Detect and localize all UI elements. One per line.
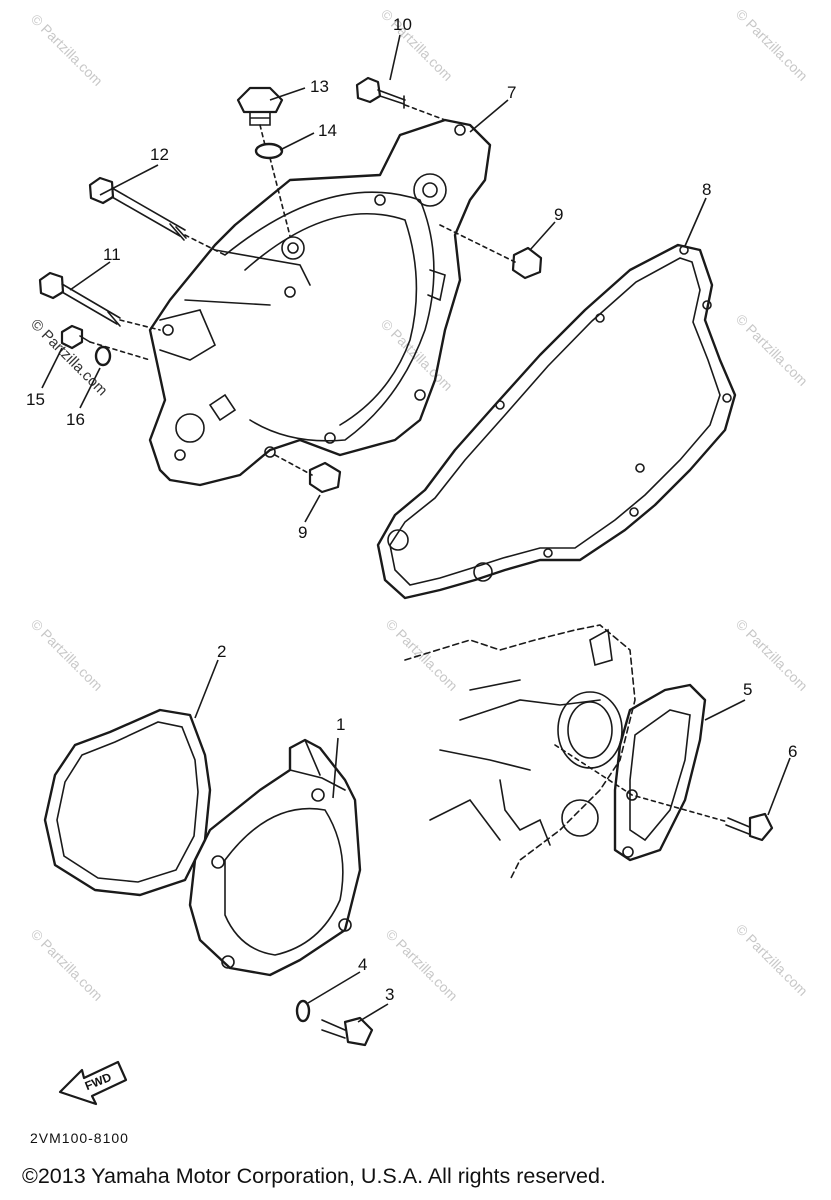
callout-8: 8 xyxy=(702,180,711,199)
callout-12: 12 xyxy=(150,145,169,164)
gasket-part-8-holes xyxy=(387,245,732,582)
callout-7: 7 xyxy=(507,83,516,102)
callout-4: 4 xyxy=(358,955,367,974)
gasket-part-2 xyxy=(43,708,212,897)
callout-10: 10 xyxy=(393,15,412,34)
callout-9: 9 xyxy=(554,205,563,224)
gasket-part-8 xyxy=(376,243,737,600)
callout-16: 16 xyxy=(66,410,85,429)
callout-2: 2 xyxy=(217,642,226,661)
crankcase-cover-part-7 xyxy=(148,118,492,487)
callout-14: 14 xyxy=(318,121,337,140)
engine-cylinder-outline xyxy=(404,624,636,881)
washer-part-4 xyxy=(295,999,311,1023)
callout-labels: 1 2 3 4 5 6 7 8 9 9 10 11 12 13 14 15 16 xyxy=(26,15,797,1004)
watermark: © Partzilla.com xyxy=(378,316,456,394)
callout-15: 15 xyxy=(26,390,45,409)
watermark-layer: © Partzilla.com © Partzilla.com © Partzi… xyxy=(27,6,811,1004)
watermark: © Partzilla.com xyxy=(383,926,461,1004)
dowel-pin-part-9 xyxy=(308,461,342,494)
callout-13: 13 xyxy=(310,77,329,96)
watermark: © Partzilla.com xyxy=(383,616,461,694)
watermark: © Partzilla.com xyxy=(733,311,811,389)
watermark: © Partzilla.com xyxy=(28,11,106,89)
cover-part-5 xyxy=(613,683,707,862)
watermark: © Partzilla.com xyxy=(28,926,106,1004)
callout-1: 1 xyxy=(336,715,345,734)
watermark: © Partzilla.com xyxy=(733,921,811,999)
copyright-notice: ©2013 Yamaha Motor Corporation, U.S.A. A… xyxy=(22,1164,606,1188)
filler-plug-part-13 xyxy=(236,86,284,126)
gasket-part-2-inner xyxy=(56,721,199,883)
watermark: © Partzilla.com xyxy=(28,616,106,694)
fwd-arrow-icon: FWD xyxy=(58,1060,128,1106)
bolt-part-12 xyxy=(88,176,187,241)
o-ring-part-14 xyxy=(254,142,284,160)
callout-6: 6 xyxy=(788,742,797,761)
bolt-part-6 xyxy=(725,812,774,842)
callout-3: 3 xyxy=(385,985,394,1004)
callout-11: 11 xyxy=(103,245,121,264)
watermark: © Partzilla.com xyxy=(733,6,811,84)
callout-5: 5 xyxy=(743,680,752,699)
bolt-part-11 xyxy=(38,271,121,327)
drawing-code: 2VM100-8100 xyxy=(30,1130,129,1146)
leader-lines xyxy=(41,34,791,1023)
assembly-line xyxy=(554,744,729,823)
dowel-pin-part-9 xyxy=(511,246,543,280)
bolt-part-10 xyxy=(355,76,406,109)
washer-part-16 xyxy=(94,345,112,367)
callout-9-b: 9 xyxy=(298,523,307,542)
watermark: © Partzilla.com xyxy=(378,6,456,84)
screw-part-3 xyxy=(321,1016,374,1047)
bolt-part-15 xyxy=(60,324,91,350)
cover-part-1 xyxy=(188,738,362,977)
assembly-lines xyxy=(89,104,516,476)
gasket-part-8-inner xyxy=(389,257,721,586)
